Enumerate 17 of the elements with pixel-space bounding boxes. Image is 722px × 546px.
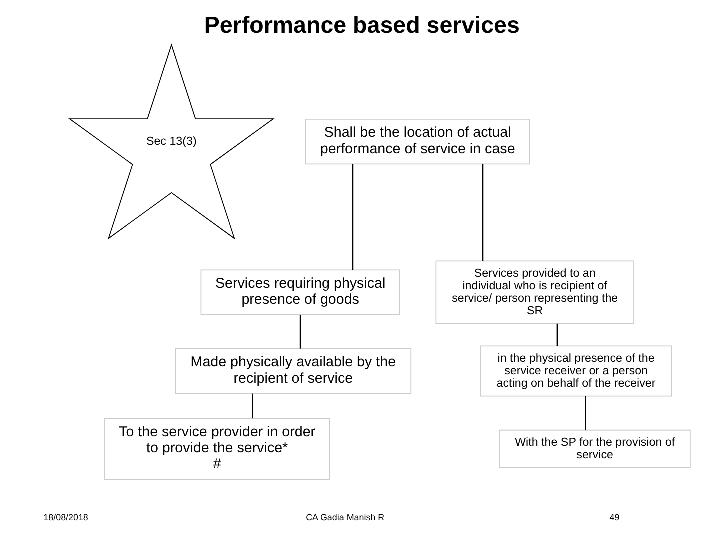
node-box: Made physically available by the recipient of service	[175, 348, 412, 394]
connector	[585, 396, 586, 430]
node-box: With the SP for the provision of service	[499, 430, 691, 468]
node-box: Services provided to an individual who is recipient of service/ person representing the SR	[436, 260, 634, 324]
node-box: Services requiring physical presence of goods	[200, 270, 400, 316]
node-box: To the service provider in order to provide the service* #	[104, 418, 330, 480]
connector	[352, 164, 354, 270]
node-box: in the physical presence of the service receiver or a person acting on behalf of the receiver	[480, 346, 672, 397]
label: 49	[610, 512, 620, 522]
label: 18/08/2018	[44, 512, 88, 522]
label: CA Gadia Manish R	[306, 512, 385, 522]
connector	[482, 164, 484, 262]
diagram-title: Performance based services	[204, 12, 520, 38]
connector	[556, 324, 558, 346]
connector	[300, 315, 302, 349]
connector	[252, 394, 254, 419]
node-box: Shall be the location of actual performance of service in case	[306, 119, 530, 165]
